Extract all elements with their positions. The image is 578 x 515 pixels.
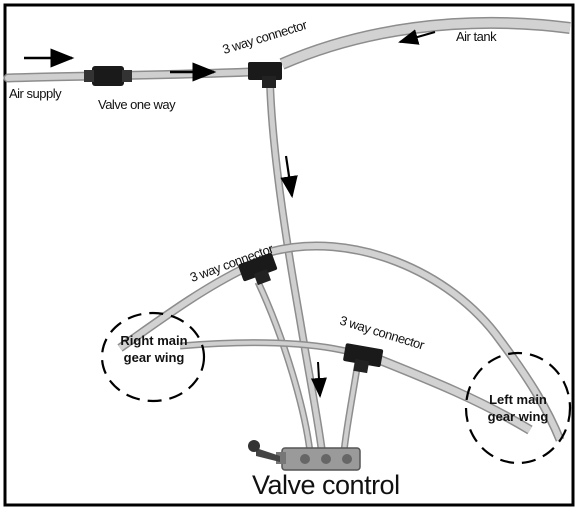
mid-3-way-connector: [238, 253, 278, 286]
right-connector-to-left-gear-tube: [378, 355, 533, 435]
arrow-down-upper-icon: [280, 155, 298, 199]
right-gear-tube: [117, 263, 247, 352]
crossing-tube: [179, 339, 351, 356]
air-supply-label: Air supply: [9, 86, 62, 101]
top-3-way-connector: [248, 62, 282, 88]
one-way-valve: [84, 66, 132, 86]
left-main-gear-line1: Left main: [489, 392, 547, 407]
right-main-gear-label: Right main gear wing: [112, 332, 196, 366]
mid-to-valve-tube: [254, 280, 314, 453]
arrow-down-lower-icon: [310, 361, 327, 398]
left-gear-arc-tube: [268, 241, 565, 442]
right-connector-to-valve-tube: [340, 361, 362, 453]
valve-control-label: Valve control: [252, 470, 400, 500]
right-3-way-connector: [343, 343, 384, 374]
air-tank-tube: [279, 16, 571, 70]
left-main-gear-line2: gear wing: [487, 409, 549, 424]
right-main-gear-highlight: [100, 311, 206, 403]
valve-control-block: [248, 440, 361, 471]
left-main-gear-label: Left main gear wing: [474, 391, 562, 425]
air-tank-label: Air tank: [456, 29, 497, 44]
down-tube-main: [266, 81, 326, 453]
right-main-gear-line1: Right main: [120, 333, 188, 348]
arrow-air-tank-icon: [398, 29, 436, 45]
valve-one-way-label: Valve one way: [98, 97, 176, 112]
left-main-gear-highlight: [464, 351, 572, 465]
right-main-gear-line2: gear wing: [123, 350, 185, 365]
